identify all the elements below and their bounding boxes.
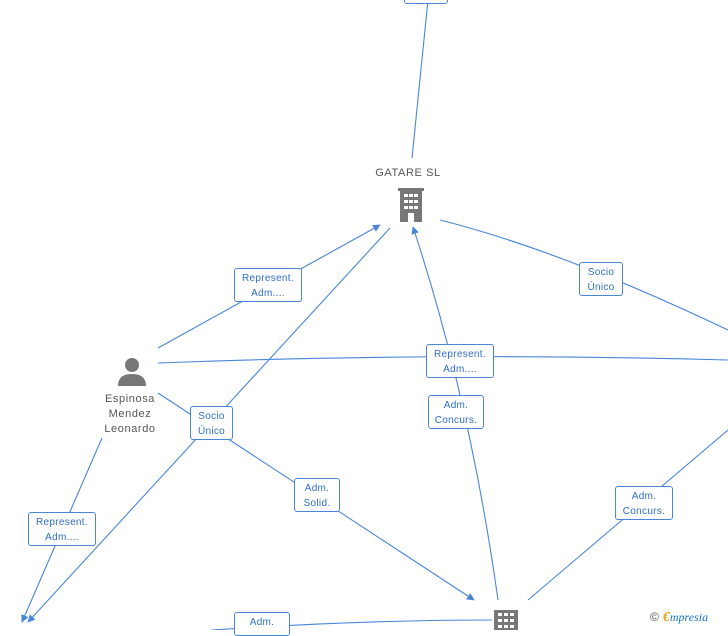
top-node-box — [404, 0, 448, 4]
edge-label-line: Único — [197, 426, 226, 437]
espinosa-name-line-1: Espinosa — [104, 393, 156, 405]
edge-label-right-bottom[interactable]: Adm. Concurs. — [615, 486, 673, 520]
edge-label-gatare-right[interactable]: Socio Único — [579, 262, 623, 296]
edge-label-line: Adm.... — [45, 532, 79, 543]
edge-label-espinosa-gatare[interactable]: Represent. Adm.... — [234, 268, 302, 302]
brand-initial: € — [662, 610, 670, 625]
espinosa-label: Espinosa Mendez Leonardo — [80, 392, 180, 437]
edge-label-line: Concurs. — [434, 415, 478, 426]
edge-label-line: Adm. — [443, 400, 469, 411]
edge-label-gatare-left[interactable]: Socio Único — [190, 406, 233, 440]
edge-label-line: Solid. — [303, 498, 331, 509]
edge-label-line: Represent. — [242, 273, 294, 284]
edge-label-bottom-gatare[interactable]: Adm. Concurs. — [428, 395, 484, 429]
building-icon[interactable] — [492, 608, 520, 630]
edge-label-espinosa-left[interactable]: Represent. Adm.... — [28, 512, 96, 546]
edge-label-line: Represent. — [36, 517, 88, 528]
edge-label-line: Concurs. — [622, 506, 666, 517]
copyright-symbol: © — [650, 610, 659, 624]
building-icon[interactable] — [396, 186, 426, 222]
gatare-label: GATARE SL — [375, 167, 441, 179]
brand-name: mpresia — [669, 610, 709, 624]
edge-label-line: Único — [587, 282, 615, 293]
edge-label-bottom-left[interactable]: Adm. — [234, 612, 290, 636]
edge-label-line: Adm. — [304, 483, 330, 494]
edge-label-line: Adm.... — [443, 364, 477, 375]
edge-label-line: Adm. — [249, 617, 275, 628]
edge-label-line: Socio — [198, 411, 225, 422]
edge-label-line: Represent. — [434, 349, 486, 360]
edge-label-espinosa-right[interactable]: Represent. Adm.... — [426, 344, 494, 378]
edge-label-espinosa-bottom[interactable]: Adm. Solid. — [294, 478, 340, 512]
edge-label-line: Socio — [587, 267, 615, 278]
edge-label-line: Adm. — [631, 491, 657, 502]
espinosa-name-line-2: Mendez — [108, 408, 152, 420]
edge-top-gatare — [411, 0, 429, 159]
espinosa-name-line-3: Leonardo — [104, 423, 156, 435]
empresia-watermark: ©€mpresia — [650, 610, 708, 626]
edge-label-line: Adm.... — [251, 288, 285, 299]
edge-gatare-right — [439, 219, 728, 331]
person-icon[interactable] — [116, 356, 148, 388]
